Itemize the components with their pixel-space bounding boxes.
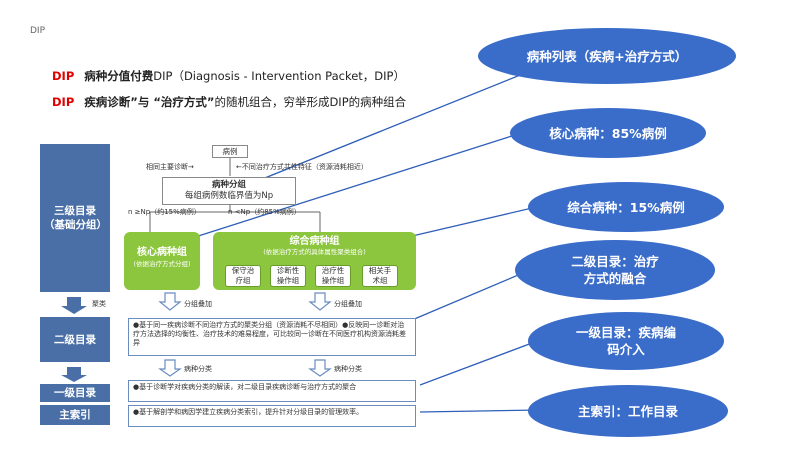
therapeutic-procedure-card: 治疗性操作组 [315, 265, 351, 287]
callout-level2: 二级目录：治疗方式的融合 [515, 240, 715, 300]
main-index-info-box: ●基于解剖学和病因学建立疾病分类索引，提升针对分级目录的管理效率。 [128, 405, 416, 427]
callout-level1: 一级目录：疾病编码介入 [528, 312, 724, 370]
grouping-sub: 每组病例数临界值为Np [184, 191, 274, 201]
definition-rest: DIP（Diagnosis - Intervention Packet，DIP） [153, 69, 405, 83]
callout-pointers [169, 64, 546, 413]
composite-group-title: 综合病种组 [289, 236, 340, 247]
callout-main-index: 主索引：工作目录 [528, 385, 728, 437]
disease-class-label: 病种分类 [334, 365, 362, 373]
composite-group-sub: (依据治疗方式的具体属性聚类组合) [263, 248, 366, 256]
definition-line-1: DIP 病种分值付费DIP（Diagnosis - Intervention Pa… [52, 68, 405, 84]
level2-info-box: ●基于同一疾病诊断不同治疗方式的聚类分组（资源消耗不尽相同）●反映同一诊断对治疗… [128, 318, 416, 356]
callout-core-disease: 核心病种：85%病例 [510, 108, 706, 158]
surgery-card: 相关手术组 [362, 265, 398, 287]
level1-info-box: ●基于诊断学对疾病分类的解读，对二级目录疾病诊断与治疗方式的聚合 [128, 380, 416, 402]
definition-rest: 的随机组合，穷举形成DIP的病种组合 [214, 95, 407, 109]
dip-tag: DIP [52, 69, 75, 83]
left-down-arrow [61, 297, 87, 314]
core-group-box: 核心病种组 (依据治疗方式分组) [124, 232, 200, 290]
callout-composite-disease: 综合病种：15%病例 [528, 182, 724, 232]
conservative-treatment-card: 保守治疗组 [225, 265, 261, 287]
left-down-arrow [61, 367, 87, 382]
n-ge-np-label: n ≥Np（约15%病例） [128, 208, 201, 216]
overlay-label: 分组叠加 [184, 300, 212, 308]
level2-label: 二级目录 [40, 317, 110, 362]
main-index-label: 主索引 [40, 405, 110, 425]
level3-label: 三级目录（基础分组） [40, 144, 110, 292]
definition-bold: 病种分值付费 [84, 69, 154, 83]
slide-small-label: DIP [30, 26, 46, 36]
overlay-label: 分组叠加 [334, 300, 362, 308]
diagnostic-procedure-card: 诊断性操作组 [270, 265, 306, 287]
hollow-arrow [158, 292, 332, 377]
criteria-left: 相同主要诊断→ [146, 163, 194, 171]
definition-line-2: DIP 疾病诊断”与 “治疗方式”的随机组合，穷举形成DIP的病种组合 [52, 94, 406, 110]
n-lt-np-label: n <Np（约85%病例） [228, 208, 301, 216]
grouping-box: 病种分组 每组病例数临界值为Np [162, 177, 296, 205]
core-group-title: 核心病种组 [137, 247, 187, 258]
disease-class-label: 病种分类 [184, 365, 212, 373]
callout-disease-list: 病种列表（疾病+治疗方式） [478, 28, 736, 84]
level1-label: 一级目录 [40, 384, 110, 402]
grouping-title: 病种分组 [211, 180, 246, 190]
criteria-right: ←不同治疗方式共性特征（资源消耗相近） [236, 163, 368, 171]
core-group-sub: (依据治疗方式分组) [133, 260, 191, 268]
case-box: 病例 [212, 145, 248, 158]
dip-tag: DIP [52, 95, 75, 109]
definition-bold: 疾病诊断”与 “治疗方式” [84, 95, 215, 109]
cluster-label: 聚类 [92, 300, 106, 308]
